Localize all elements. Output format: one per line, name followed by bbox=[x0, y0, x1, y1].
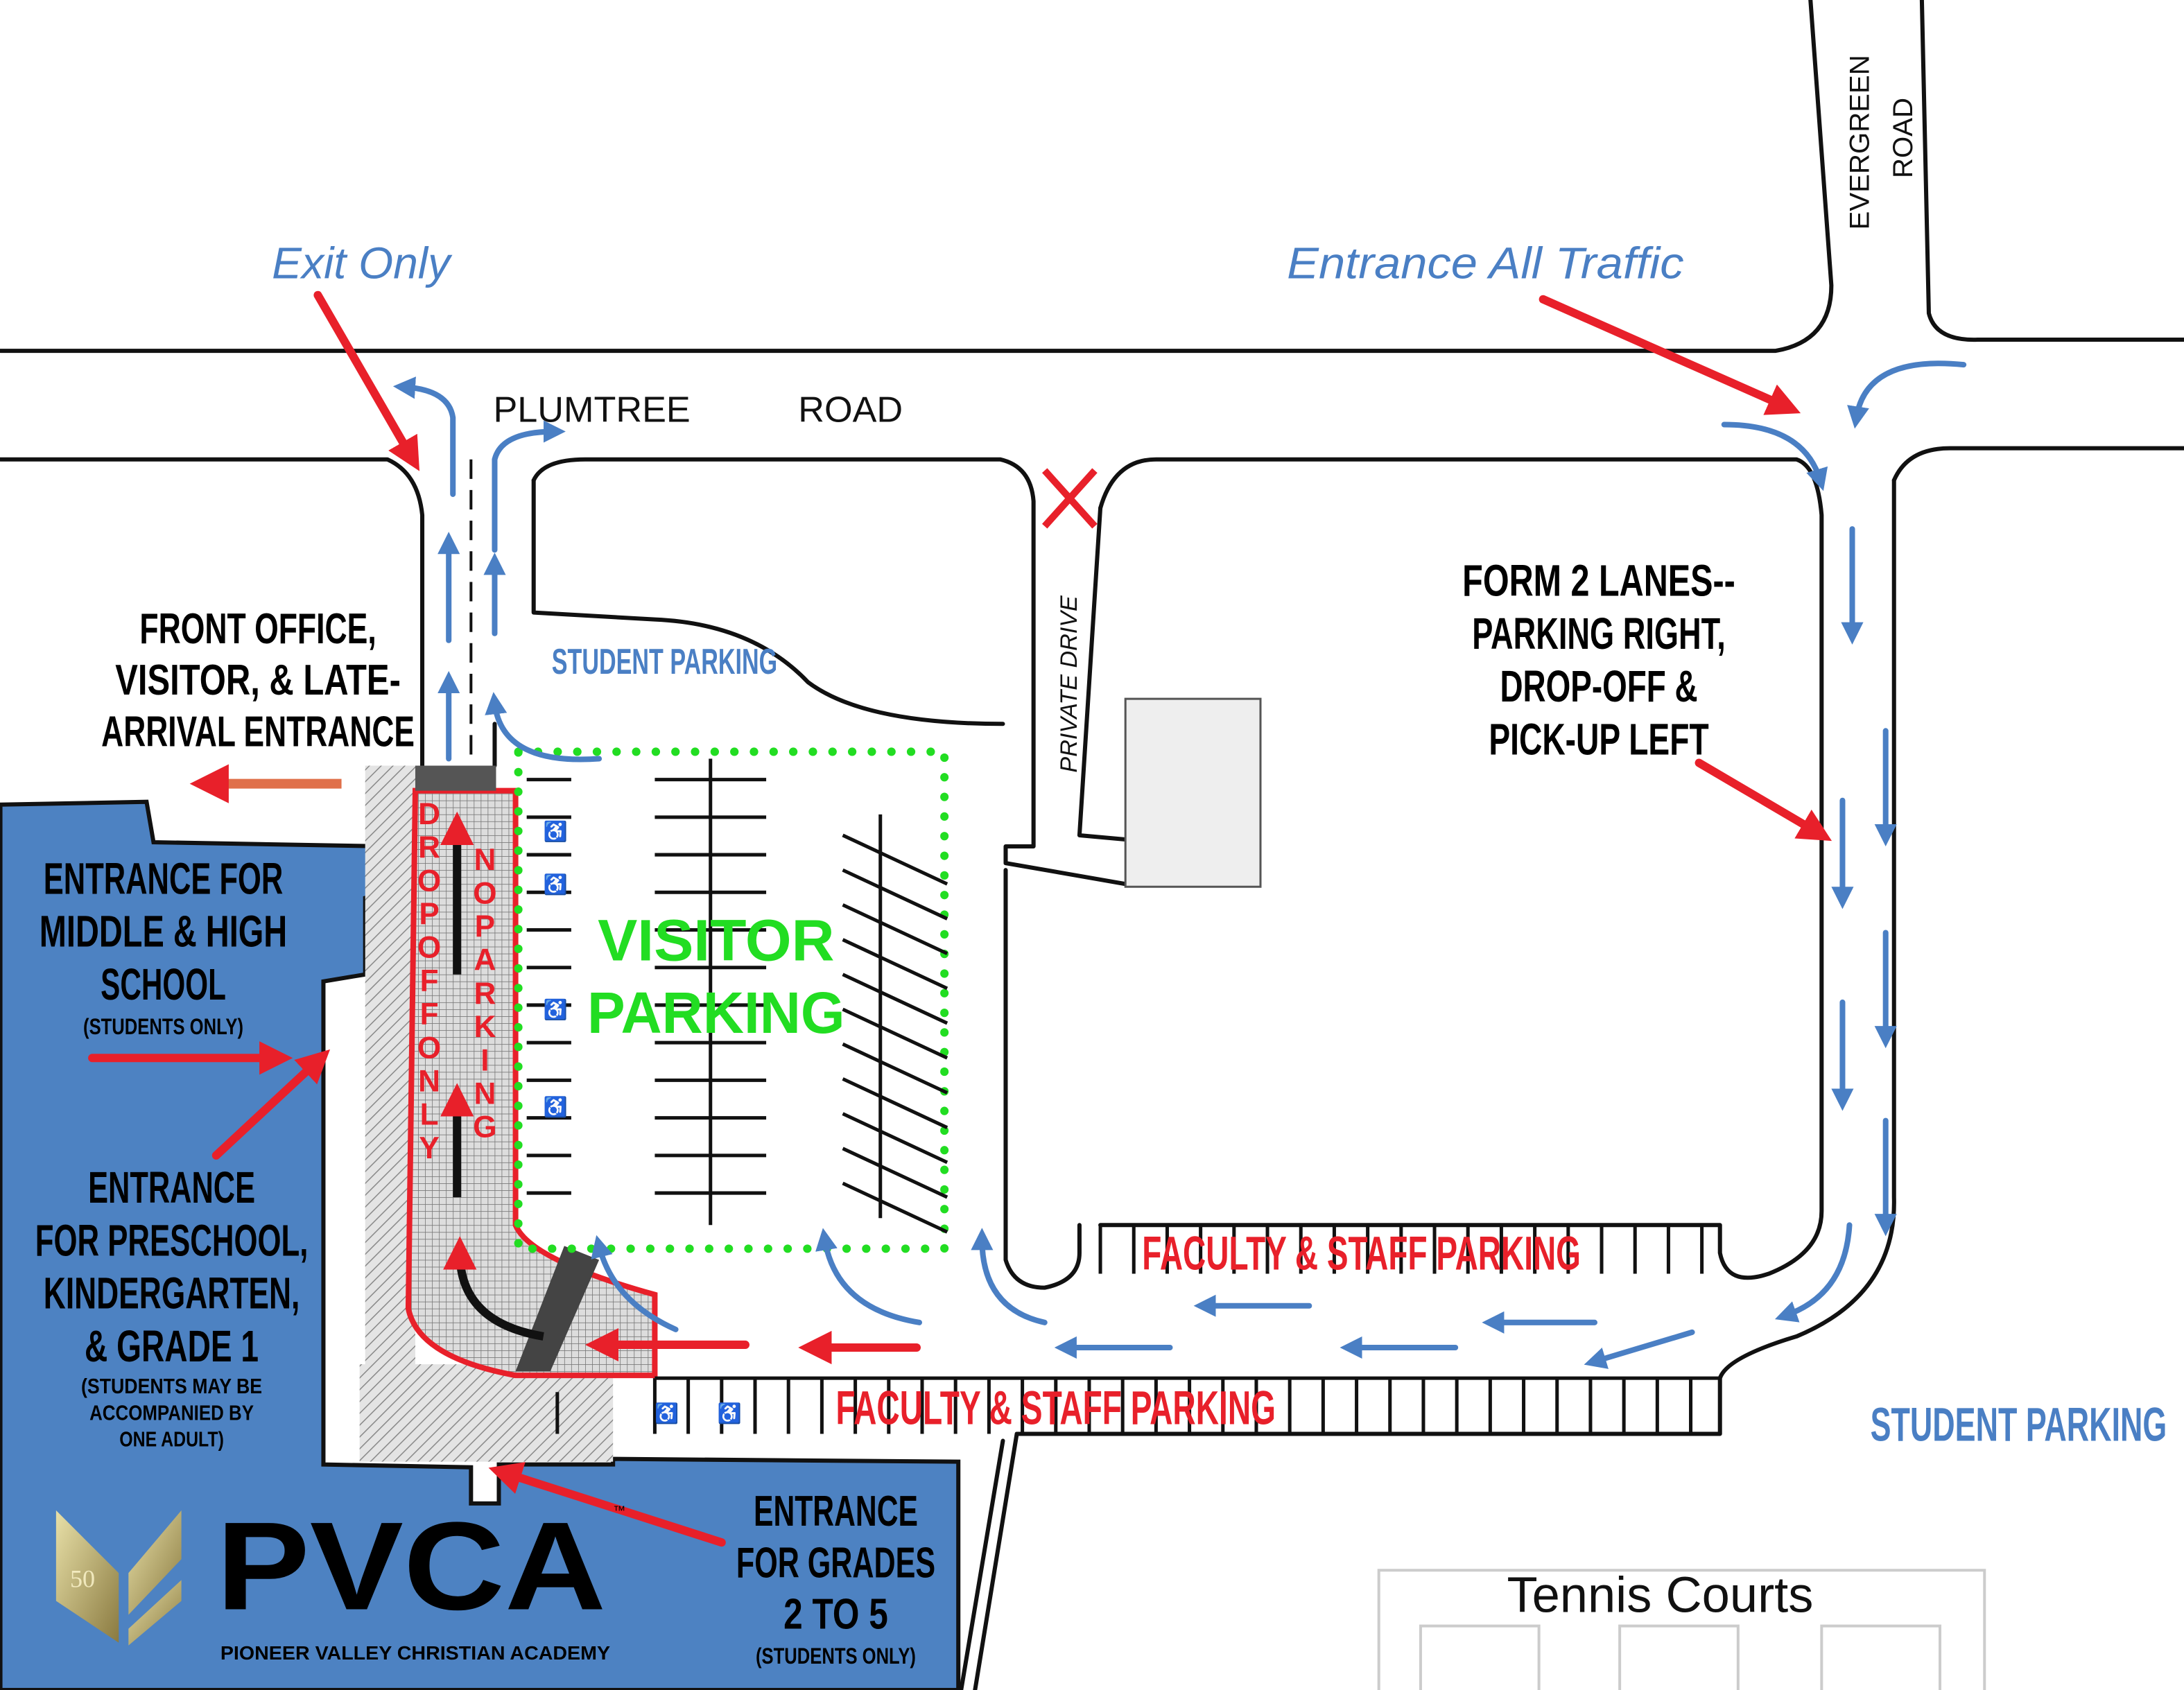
grades-line: FOR GRADES bbox=[736, 1540, 935, 1587]
tennis-courts-label: Tennis Courts bbox=[1507, 1568, 1813, 1623]
visitor-parking-label: VISITOR bbox=[598, 908, 834, 973]
form-lanes-line: DROP-OFF & bbox=[1500, 661, 1697, 711]
form-lanes-line: PICK-UP LEFT bbox=[1489, 714, 1708, 764]
accessible-parking-icons: ♿ ♿ ♿ ♿ ♿ ♿ bbox=[544, 820, 742, 1425]
stall-line bbox=[842, 903, 948, 955]
parking-stalls bbox=[526, 758, 1720, 1434]
faculty-parking-lower-label: FACULTY & STAFF PARKING bbox=[835, 1382, 1276, 1434]
form-lanes-line: FORM 2 LANES-- bbox=[1462, 556, 1735, 606]
visitor-parking-label-2: PARKING bbox=[587, 980, 845, 1045]
grades-line: ENTRANCE bbox=[754, 1488, 918, 1535]
student-parking-top-label: STUDENT PARKING bbox=[552, 642, 777, 682]
stall-line bbox=[842, 1112, 948, 1165]
pvca-full-name: PIONEER VALLEY CHRISTIAN ACADEMY bbox=[220, 1642, 610, 1664]
stall-line bbox=[842, 1077, 948, 1129]
middle-high-line: MIDDLE & HIGH bbox=[40, 906, 287, 956]
front-office-line: FRONT OFFICE, bbox=[139, 605, 376, 653]
preschool-line: ENTRANCE bbox=[88, 1162, 255, 1213]
grades-line: 2 TO 5 bbox=[783, 1589, 888, 1638]
wheelchair-icon: ♿ bbox=[544, 820, 568, 843]
pvca-wordmark: PVCA bbox=[216, 1496, 606, 1637]
red-pointer-arrows bbox=[88, 290, 1832, 1547]
visitor-parking-zone bbox=[514, 747, 949, 1253]
form-lanes-line: PARKING RIGHT, bbox=[1472, 609, 1725, 659]
exit-only-label: Exit Only bbox=[272, 238, 453, 288]
preschool-line: ACCOMPANIED BY bbox=[89, 1402, 254, 1425]
wheelchair-icon: ♿ bbox=[544, 998, 568, 1021]
evergreen-road-label: EVERGREEN bbox=[1844, 55, 1875, 229]
form-lanes-note: FORM 2 LANES-- PARKING RIGHT, DROP-OFF &… bbox=[1462, 556, 1735, 764]
middle-high-line: ENTRANCE FOR bbox=[44, 853, 283, 904]
stall-line bbox=[842, 1042, 948, 1095]
middle-high-line: (STUDENTS ONLY) bbox=[83, 1015, 243, 1039]
trademark-symbol: ™ bbox=[613, 1504, 625, 1517]
stall-line bbox=[842, 833, 948, 886]
front-office-entrance-label: FRONT OFFICE, VISITOR, & LATE- ARRIVAL E… bbox=[101, 605, 415, 756]
wheelchair-icon: ♿ bbox=[655, 1402, 679, 1425]
stall-line bbox=[842, 973, 948, 1025]
stall-line bbox=[842, 868, 948, 921]
student-parking-right-label: STUDENT PARKING bbox=[1871, 1399, 2167, 1452]
preschool-line: FOR PRESCHOOL, bbox=[35, 1215, 309, 1265]
wheelchair-icon: ♿ bbox=[718, 1402, 742, 1425]
closed-x-icon bbox=[1041, 468, 1098, 529]
dropoff-lane bbox=[405, 765, 658, 1379]
tennis-courts bbox=[1377, 1569, 1986, 1690]
grades-2-5-entrance-label: ENTRANCE FOR GRADES 2 TO 5 (STUDENTS ONL… bbox=[736, 1488, 935, 1669]
stall-line bbox=[842, 1181, 948, 1234]
entrance-all-traffic-label: Entrance All Traffic bbox=[1287, 239, 1683, 289]
preschool-line: (STUDENTS MAY BE bbox=[81, 1375, 262, 1399]
dropoff-direction-arrows bbox=[440, 811, 544, 1341]
faculty-parking-upper-label: FACULTY & STAFF PARKING bbox=[1142, 1228, 1581, 1280]
shield-emblem-icon: 50 bbox=[55, 1510, 182, 1646]
preschool-entrance-label: ENTRANCE FOR PRESCHOOL, KINDERGARTEN, & … bbox=[35, 1162, 309, 1452]
traffic-flow-arrows bbox=[392, 360, 1967, 1369]
grades-line: (STUDENTS ONLY) bbox=[756, 1644, 916, 1669]
stall-line bbox=[842, 1147, 948, 1199]
preschool-line: KINDERGARTEN, bbox=[44, 1269, 300, 1318]
plumtree-road-label: PLUMTREE bbox=[493, 390, 690, 430]
wheelchair-icon: ♿ bbox=[544, 1096, 568, 1119]
front-office-line: VISITOR, & LATE- bbox=[115, 655, 401, 704]
middle-high-entrance-label: ENTRANCE FOR MIDDLE & HIGH SCHOOL (STUDE… bbox=[40, 853, 287, 1040]
front-office-line: ARRIVAL ENTRANCE bbox=[101, 708, 415, 756]
private-drive-label: PRIVATE DRIVE bbox=[1056, 595, 1082, 773]
middle-high-line: SCHOOL bbox=[101, 959, 226, 1009]
evergreen-road-label-road: ROAD bbox=[1887, 98, 1918, 178]
wheelchair-icon: ♿ bbox=[544, 873, 568, 896]
stall-line bbox=[842, 1007, 948, 1060]
preschool-line: ONE ADULT) bbox=[119, 1427, 224, 1451]
plumtree-road-label-road: ROAD bbox=[798, 390, 903, 430]
preschool-line: & GRADE 1 bbox=[85, 1321, 259, 1370]
anniversary-number: 50 bbox=[70, 1565, 95, 1592]
pvca-logo: 50 PVCA ™ PIONEER VALLEY CHRISTIAN ACADE… bbox=[55, 1496, 625, 1664]
stall-line bbox=[842, 938, 948, 991]
gray-structure bbox=[1124, 697, 1262, 888]
